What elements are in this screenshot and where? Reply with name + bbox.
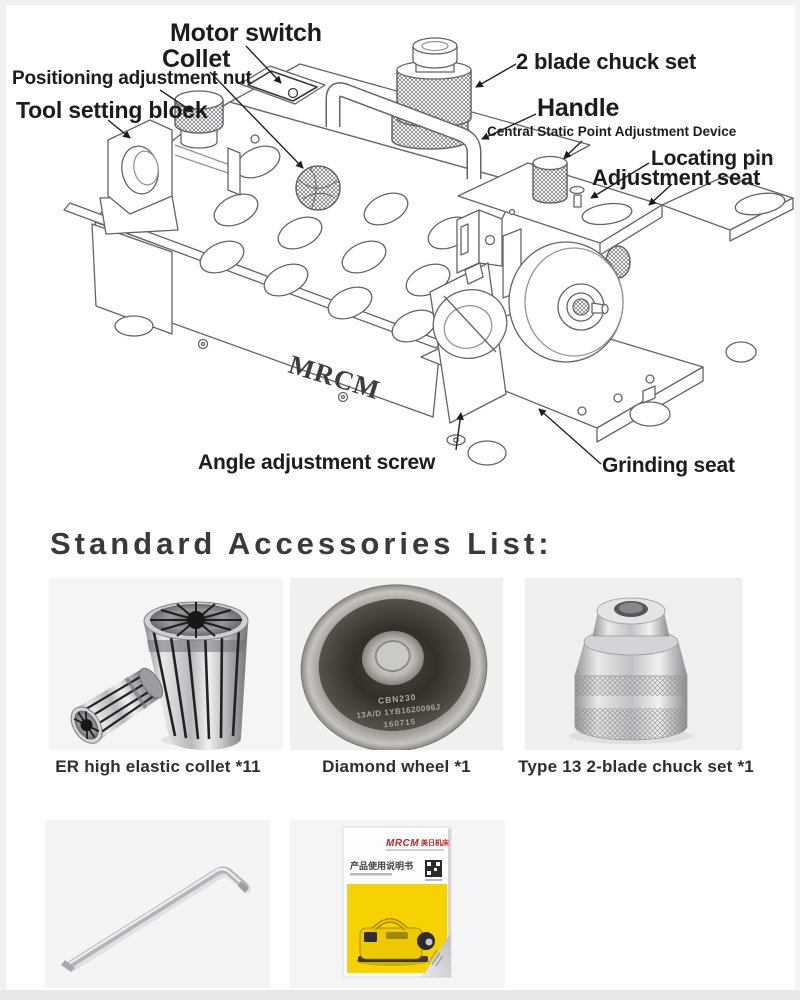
manual-photo: MRCM 美日机床 产品使用说明书	[342, 826, 452, 978]
label-motor-switch: Motor switch	[170, 19, 322, 47]
machine-body: MRCM	[63, 37, 794, 466]
er-collet-photo	[70, 601, 249, 750]
adjustment-seat-part	[456, 155, 794, 299]
caption-er-collet: ER high elastic collet *11	[55, 757, 261, 776]
accessory-image-hex-wrench	[45, 820, 270, 988]
handle-part	[325, 82, 482, 179]
accessory-image-chuck-set	[525, 578, 742, 750]
label-angle-adjustment-screw: Angle adjustment screw	[198, 451, 436, 474]
accessory-image-diamond-wheel: CBN230 13A/D 1YB1620096J 160715	[290, 578, 503, 750]
manual-booklet: MRCM 美日机床 产品使用说明书	[342, 826, 452, 978]
collet-holes	[199, 145, 473, 343]
page-edge-bottom	[0, 990, 800, 1000]
hex-wrench-photo	[61, 866, 251, 972]
label-adjustment-seat: Adjustment seat	[592, 165, 761, 190]
label-grinding-seat: Grinding seat	[602, 454, 735, 477]
label-two-blade-chuck-set: 2 blade chuck set	[516, 49, 697, 74]
page-edge-top	[0, 0, 800, 5]
wheel: CBN230 13A/D 1YB1620096J 160715	[300, 584, 488, 750]
chuck	[569, 597, 693, 744]
manual-machine-photo	[356, 918, 435, 966]
caption-diamond-wheel: Diamond wheel *1	[322, 757, 471, 776]
label-central-static-point-adjustment-device: Central Static Point Adjustment Device	[487, 124, 737, 139]
leader-lines	[107, 45, 673, 465]
page-edge-left	[0, 0, 6, 990]
label-tool-setting-block: Tool setting block	[16, 97, 208, 123]
grinding-seat-part	[429, 262, 508, 446]
manual-brand: MRCM	[386, 838, 419, 849]
locating-pin-part	[573, 194, 582, 208]
accessory-image-manual: MRCM 美日机床 产品使用说明书	[290, 820, 505, 988]
label-collet: Collet	[162, 45, 231, 73]
label-positioning-adjustment-nut: Positioning adjustment nut	[12, 68, 252, 89]
label-handle: Handle	[537, 94, 620, 122]
chuck-set-photo	[569, 597, 693, 744]
accessory-image-er-collet	[49, 578, 283, 750]
wheel-engraving-line1: CBN230	[378, 692, 417, 706]
manual-corner-fold	[421, 932, 451, 978]
page-edge-right	[795, 0, 800, 990]
machine-line-art: MRCM	[63, 37, 794, 466]
collet-in-machine	[295, 165, 341, 211]
wheel-engraving-line3: 160715	[383, 717, 416, 729]
motor-switch-part	[239, 65, 326, 105]
lying-collet	[70, 667, 164, 744]
manual-brand-cn: 美日机床	[421, 838, 450, 847]
manual-brand-subline	[386, 849, 444, 851]
standing-collet	[143, 601, 249, 750]
caption-chuck-set: Type 13 2-blade chuck set *1	[518, 757, 754, 776]
diamond-wheel-photo: CBN230 13A/D 1YB1620096J 160715	[300, 584, 488, 750]
tool-setting-block-part	[99, 119, 241, 235]
manual-qr-code	[425, 860, 442, 881]
label-locating-pin: Locating pin	[651, 147, 774, 170]
central-adjustment-knob	[532, 162, 568, 204]
manual-title-cn: 产品使用说明书	[350, 860, 413, 871]
accessories-heading: Standard Accessories List:	[50, 526, 553, 561]
machine-diagram: MRCM Motor switch Collet Positioning adj…	[12, 19, 794, 477]
manual-title-subline	[350, 873, 392, 876]
hex-wrench	[61, 866, 251, 972]
